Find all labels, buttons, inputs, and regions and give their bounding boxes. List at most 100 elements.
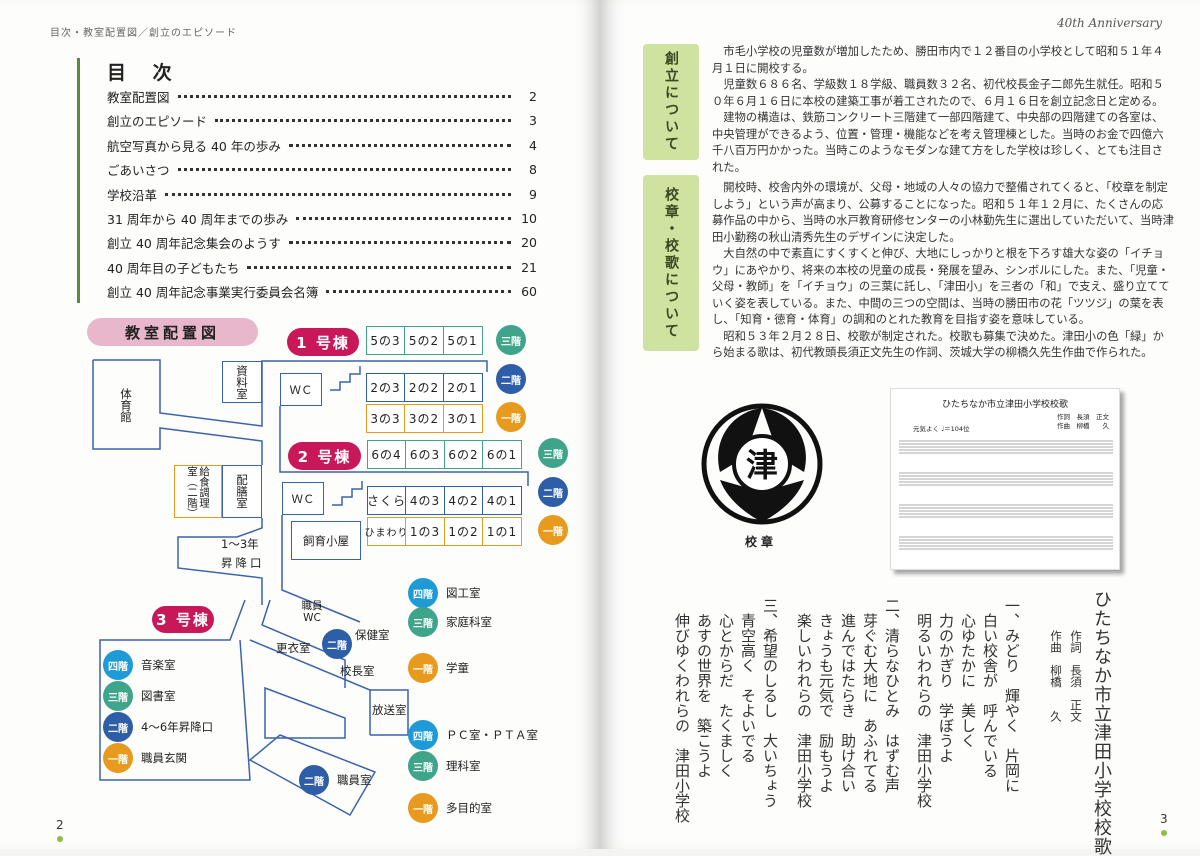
running-header: 目次・教室配置図／創立のエピソード (50, 28, 237, 39)
song-line: 青空高く そよいでる (739, 613, 757, 763)
archive-room: 資料室 (222, 361, 262, 403)
paragraph: 建物の構造は、鉄筋コンクリート三階建て一部四階建て、中央部の四階建ての各室は、中… (712, 111, 1164, 174)
toc-entry-page: 8 (529, 162, 537, 178)
toc-leader-dots (165, 192, 511, 196)
emblem-caption: 校章 (745, 535, 778, 549)
toc-accent-bar (77, 58, 80, 303)
classroom: 2の2 (404, 373, 444, 402)
floor-2-badge: 二階 (299, 765, 329, 795)
music-staff (899, 440, 1113, 550)
classroom: ひまわり (365, 517, 408, 546)
room-label: 音楽室 (141, 658, 176, 672)
floor-1-badge: 一階 (496, 402, 526, 432)
room-label: 学童 (446, 661, 469, 675)
toc-entry: 教室配置図 2 (107, 87, 537, 106)
song-line: 伸びゆくわれらの 津田小学校 (673, 613, 691, 823)
staff-wc-label: 職員WC (301, 600, 323, 624)
toc-entry: 航空写真から見る 40 年の歩み 4 (107, 136, 537, 155)
staffroom-label: 職員室 (337, 773, 372, 787)
floor-badge: 三階 (103, 681, 133, 711)
paragraph: 昭和５３年２月２８日、校歌が制定された。校歌も募集で決めた。津田小の色「緑」から… (712, 329, 1164, 360)
map-title: 教室配置図 (87, 318, 258, 346)
room-label: 図工室 (446, 586, 481, 600)
toc-title: 目 次 (107, 62, 182, 84)
paragraph: 市毛小学校の児童数が増加したため、勝田市内で１２番目の小学校として昭和５１年４月… (712, 45, 1164, 75)
toc-entry-label: 航空写真から見る 40 年の歩み (107, 138, 281, 154)
serving-room: 配膳室 (222, 465, 262, 518)
toc-entry-label: 創立 40 周年記念集会のようす (107, 236, 281, 252)
classroom: 4の2 (443, 486, 484, 515)
room-label: 理科室 (446, 759, 481, 773)
toc-leader-dots (296, 217, 511, 220)
building-2-label: 2 号棟 (288, 442, 361, 470)
song-line: 楽しいわれらの 津田小学校 (795, 613, 813, 808)
toc-leader-dots (288, 241, 511, 245)
classroom: 1の3 (405, 517, 445, 546)
song-line: 二、清らなひとみ はずむ声 (883, 598, 901, 793)
floor-legend-item: 一階職員玄関 (103, 743, 213, 773)
toc-entry-page: 21 (521, 259, 537, 275)
paragraph: 児童数６８６名、学級数１８学級、職員数３２名、初代校長金子二郎先生就任。昭和５０… (712, 78, 1164, 108)
classroom: 3の2 (404, 404, 444, 433)
wc-room: ＷＣ (282, 482, 324, 515)
right-page: 40th Anniversary 創立について 市毛小学校の児童数が増加したため… (600, 0, 1200, 856)
toc-leader-dots (215, 119, 511, 123)
toc-entry-page: 2 (529, 89, 537, 104)
room-label: 4〜6年昇降口 (141, 720, 214, 734)
classroom: 3の3 (365, 404, 406, 433)
floor-legend-item: 三階理科室 (408, 751, 481, 781)
toc-entry: 創立 40 周年記念集会のようす 20 (107, 233, 537, 252)
classroom: 6の4 (366, 440, 407, 469)
song-line: 進んではたらき 助け合い (839, 613, 857, 793)
classroom: 6の2 (443, 440, 484, 469)
emblem-text: 開校時、校舎内外の環境が、父母・地域の人々の協力で整備されてくると、「校章を制定… (712, 180, 1174, 362)
health-room-label: 保健室 (355, 628, 390, 642)
room-label: 職員玄関 (141, 751, 187, 765)
toc-entry-label: 教室配置図 (107, 90, 170, 105)
toc-entry: 40 周年目の子どもたち 21 (107, 258, 537, 277)
floor-2-badge: 二階 (322, 629, 352, 659)
song-composer: 作曲 柳橋 久 (1049, 630, 1063, 722)
classroom: 4の1 (482, 486, 522, 515)
page-number: 2 (56, 818, 64, 832)
classroom: 5の1 (442, 326, 483, 355)
toc-entry-page: 4 (529, 137, 537, 153)
broadcast-room-label: 放送室 (372, 703, 407, 717)
animal-hutch: 飼育小屋 (291, 521, 361, 560)
classroom: 3の1 (442, 404, 483, 433)
toc-entry-page: 3 (529, 113, 537, 129)
floor-badge: 一階 (103, 743, 133, 773)
room-label: 家庭科室 (446, 615, 492, 629)
room-label: ＰＣ室・ＰＴＡ室 (446, 728, 538, 742)
song-lyricist: 作詞 長須 正文 (1069, 630, 1083, 722)
floor-legend-item: 一階学童 (408, 653, 469, 683)
toc-entry-page: 60 (521, 284, 537, 300)
classroom: さくら (366, 486, 407, 515)
anniversary-header: 40th Anniversary (1056, 16, 1162, 30)
toc-entry-page: 20 (521, 235, 537, 251)
classroom: 5の3 (365, 326, 406, 355)
page-number: 3 (1160, 812, 1168, 826)
paragraph: 大自然の中で素直にすくすくと伸び、大地にしっかりと根を下ろす雄大な姿の「イチョウ… (712, 247, 1170, 326)
floor-badge: 一階 (408, 793, 438, 823)
floor-badge: 一階 (408, 653, 438, 683)
emblem-section-label: 校章・校歌について (643, 175, 699, 351)
floor-3-badge: 三階 (538, 438, 568, 468)
emblem-char: 津 (746, 446, 778, 484)
toc-entry-label: 40 周年目の子どもたち (107, 260, 240, 276)
wc-room: ＷＣ (280, 373, 322, 406)
floor-plan-lines (92, 359, 529, 817)
song-line: 白い校舎が 呼んでいる (981, 613, 999, 778)
school-emblem-icon: 津 (701, 403, 823, 525)
entrance-1-3-label: 1〜3年 (221, 537, 259, 551)
score-composer: 作曲 柳橋 久 (1057, 422, 1109, 430)
founding-text: 市毛小学校の児童数が増加したため、勝田市内で１２番目の小学校として昭和５１年４月… (712, 44, 1174, 176)
